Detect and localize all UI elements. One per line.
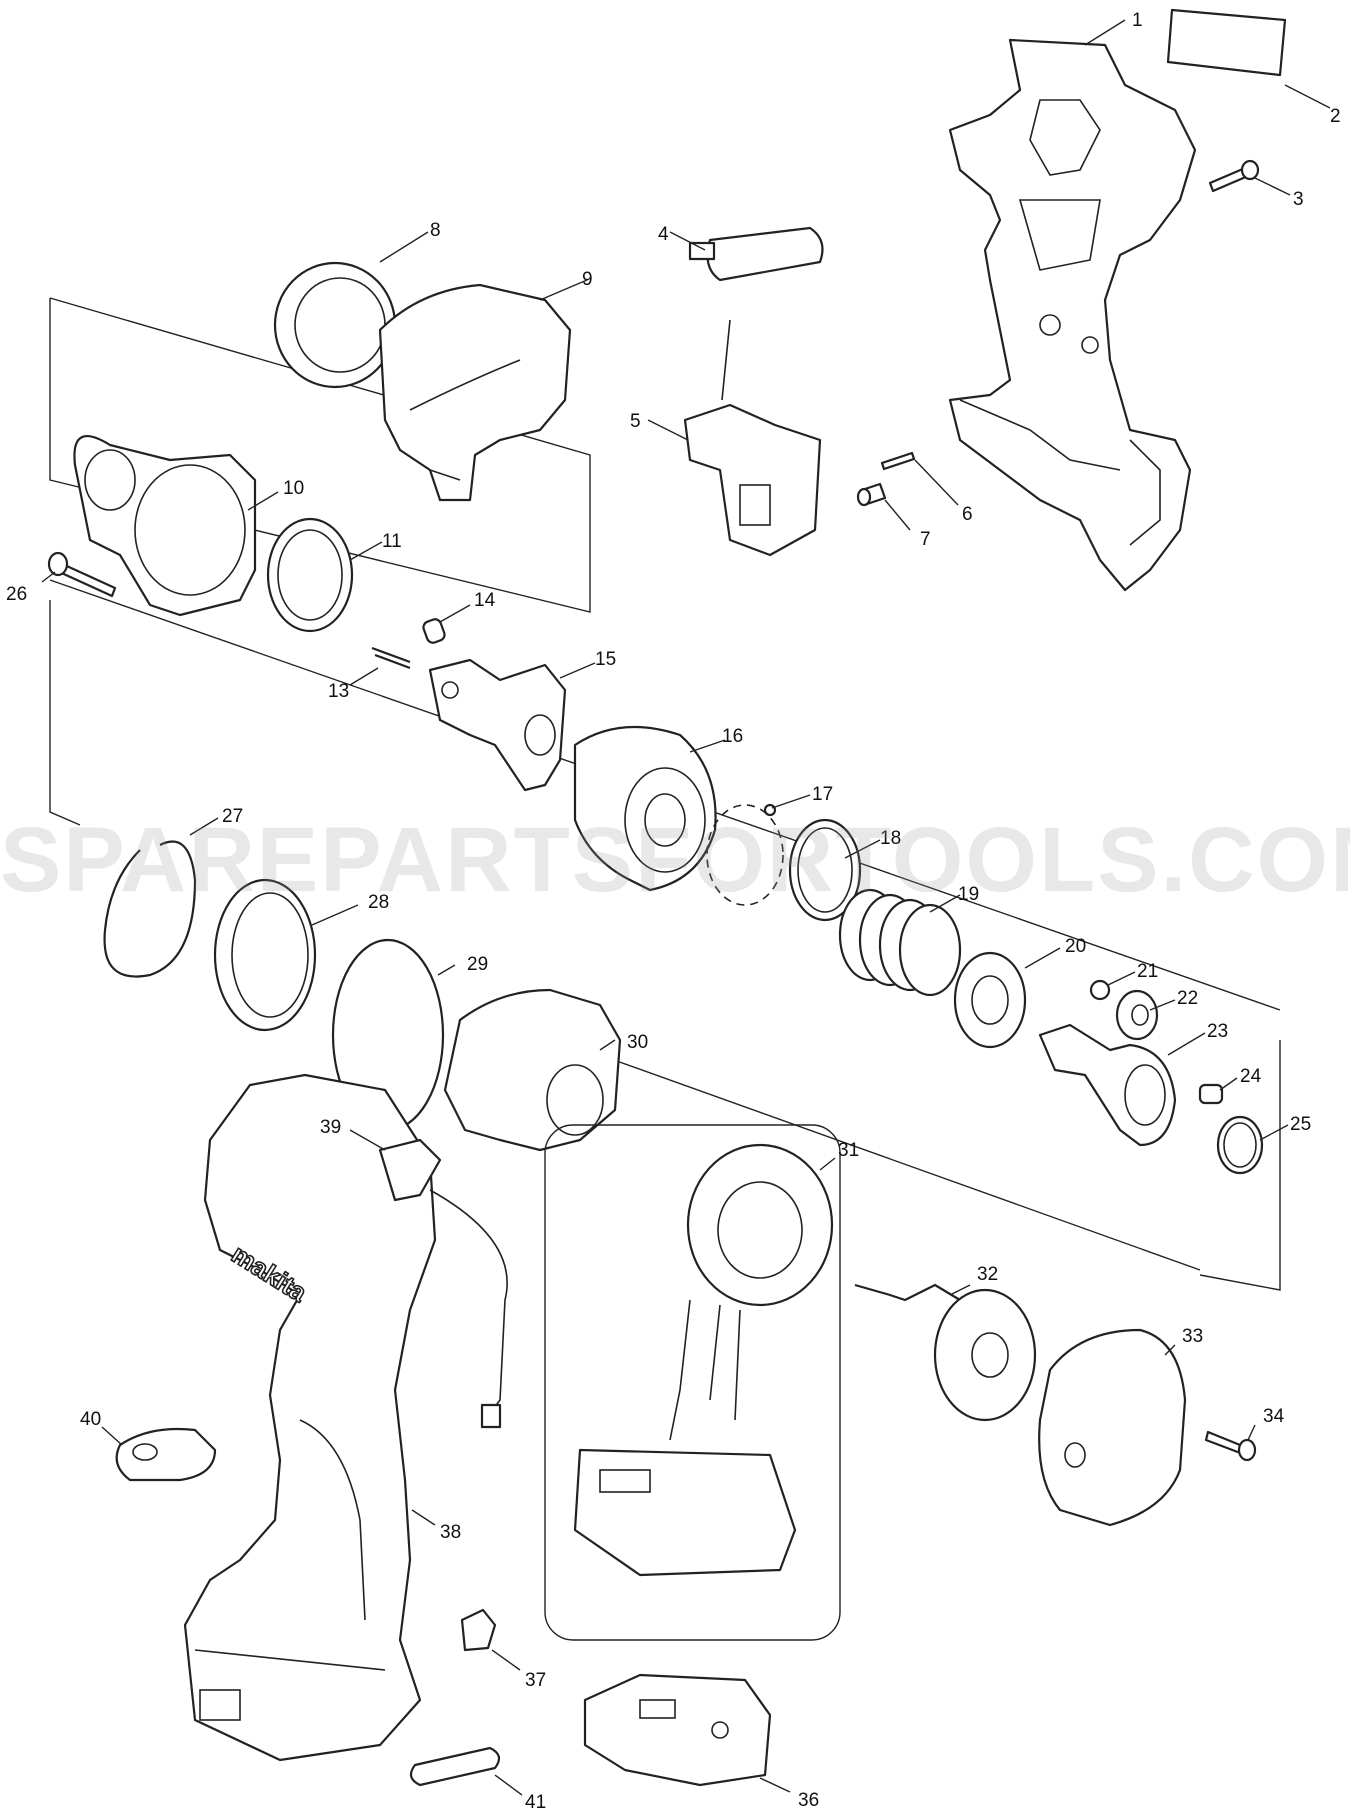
callout-36: 36 [798, 1790, 819, 1811]
part-steel-ball-17 [706, 803, 784, 906]
part-stator-assembly [544, 1124, 841, 1641]
part-screw-26 [47, 551, 117, 598]
callout-16: 16 [722, 726, 743, 747]
callout-31: 31 [838, 1140, 859, 1161]
callout-1: 1 [1132, 10, 1143, 31]
part-ring-25 [1216, 1115, 1264, 1175]
callout-11: 11 [382, 531, 402, 552]
callout-21: 21 [1137, 961, 1158, 982]
part-front-cover [378, 283, 572, 502]
callout-2: 2 [1330, 106, 1341, 127]
callout-30: 30 [627, 1032, 648, 1053]
callout-9: 9 [582, 269, 593, 290]
callout-17: 17 [812, 784, 833, 805]
part-washer-18 [788, 818, 862, 922]
callout-20: 20 [1065, 936, 1086, 957]
part-compression-spring [838, 888, 962, 997]
callout-29: 29 [467, 954, 488, 975]
part-switch-lever [688, 226, 824, 282]
callout-26: 26 [6, 584, 27, 605]
callout-6: 6 [962, 504, 973, 525]
part-retaining-ring [103, 840, 197, 978]
callout-3: 3 [1293, 189, 1304, 210]
callout-15: 15 [595, 649, 616, 670]
part-steel-ball-21 [1089, 979, 1111, 1001]
part-housing-right [948, 38, 1197, 592]
part-terminal [583, 1673, 772, 1787]
part-gear-housing [443, 988, 622, 1152]
callout-14: 14 [474, 590, 496, 611]
callout-10: 10 [283, 478, 304, 499]
part-planet-gear [1115, 989, 1159, 1041]
callout-13: 13 [328, 681, 349, 702]
part-spindle [1038, 1023, 1177, 1147]
part-pin-6 [880, 451, 916, 471]
part-screw-34 [1204, 1430, 1257, 1462]
leader-lines [41, 19, 1331, 1796]
callout-labels: 1 2 3 4 5 6 7 8 9 10 11 13 14 15 16 17 1… [6, 10, 1341, 1813]
part-spring-pin-13 [371, 646, 411, 670]
callout-7: 7 [920, 529, 931, 550]
part-hammer [573, 725, 717, 892]
part-switch [683, 319, 822, 557]
callout-33: 33 [1182, 1326, 1203, 1347]
callout-24: 24 [1240, 1066, 1262, 1087]
callout-32: 32 [977, 1264, 998, 1285]
part-rotor [854, 1283, 1037, 1422]
callout-40: 40 [80, 1409, 101, 1430]
callout-8: 8 [430, 220, 441, 241]
callout-27: 27 [222, 806, 243, 827]
part-anvil [428, 658, 567, 792]
callout-19: 19 [958, 884, 979, 905]
part-washer-20 [953, 951, 1027, 1049]
callout-37: 37 [525, 1670, 546, 1691]
callout-22: 22 [1177, 988, 1198, 1009]
part-ring-8 [273, 261, 397, 389]
part-rear-cover [1038, 1328, 1187, 1527]
callout-4: 4 [658, 224, 669, 245]
callout-5: 5 [630, 411, 641, 432]
part-pin-41 [409, 1746, 501, 1787]
callout-38: 38 [440, 1522, 461, 1543]
part-washer-11 [266, 517, 354, 633]
callout-23: 23 [1207, 1021, 1228, 1042]
part-pin-24 [1198, 1083, 1224, 1105]
callout-39: 39 [320, 1117, 341, 1138]
callout-25: 25 [1290, 1114, 1311, 1135]
part-screw-3 [1208, 159, 1260, 193]
callout-41: 41 [525, 1792, 546, 1813]
callout-28: 28 [368, 892, 389, 913]
part-hammer-case [73, 435, 257, 617]
part-led-circuit [378, 1138, 508, 1429]
part-cap-40 [115, 1427, 217, 1482]
callout-34: 34 [1263, 1406, 1285, 1427]
part-internal-gear [213, 878, 317, 1032]
part-clip-37 [460, 1608, 497, 1652]
part-spring-7 [856, 482, 887, 507]
part-label-plate [1166, 8, 1287, 77]
part-pin-14 [422, 618, 446, 644]
callout-18: 18 [880, 828, 901, 849]
